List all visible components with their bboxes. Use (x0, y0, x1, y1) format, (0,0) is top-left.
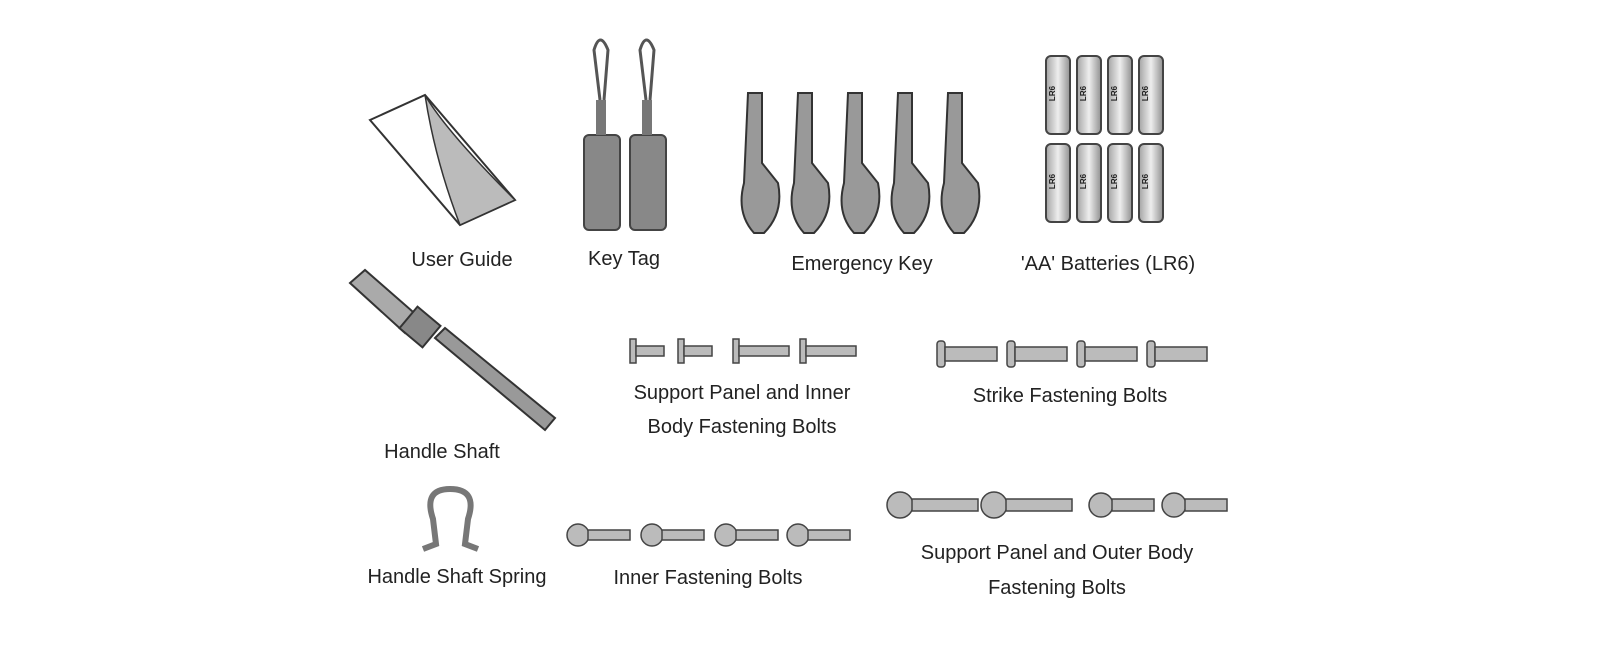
battery-mark: LR6 (1048, 173, 1058, 190)
handle-spring-label: Handle Shaft Spring (367, 566, 547, 588)
battery-icon: LR6 (1045, 55, 1071, 135)
support-outer-label-1: Support Panel and Outer Body (920, 542, 1194, 564)
battery-icon: LR6 (1107, 55, 1133, 135)
battery-icon: LR6 (1107, 143, 1133, 223)
support-inner-label-2: Body Fastening Bolts (647, 416, 837, 438)
emergency-key-label: Emergency Key (791, 253, 933, 275)
battery-icon: LR6 (1138, 143, 1164, 223)
battery-icon: LR6 (1076, 55, 1102, 135)
battery-mark: LR6 (1079, 85, 1089, 102)
battery-mark: LR6 (1110, 85, 1120, 102)
battery-icon: LR6 (1045, 143, 1071, 223)
support-outer-label-2: Fastening Bolts (988, 577, 1126, 599)
battery-mark: LR6 (1141, 173, 1151, 190)
support-outer-bolts-icon (886, 491, 1228, 519)
batteries-label: 'AA' Batteries (LR6) (1020, 253, 1196, 275)
emergency-key-icon (740, 92, 981, 234)
key-tag-icon (583, 38, 667, 231)
user-guide-label: User Guide (411, 249, 513, 271)
handle-shaft-label: Handle Shaft (384, 441, 500, 463)
handle-spring-icon (421, 485, 480, 552)
battery-mark: LR6 (1141, 85, 1151, 102)
support-inner-label-1: Support Panel and Inner (633, 382, 851, 404)
battery-mark: LR6 (1110, 173, 1120, 190)
strike-bolts-icon (936, 340, 1208, 368)
inner-bolts-label: Inner Fastening Bolts (613, 567, 803, 589)
inner-bolts-icon (566, 523, 851, 547)
handle-shaft-icon (348, 268, 557, 432)
user-guide-icon (368, 93, 517, 227)
battery-mark: LR6 (1048, 85, 1058, 102)
strike-bolts-label: Strike Fastening Bolts (972, 385, 1168, 407)
battery-mark: LR6 (1079, 173, 1089, 190)
key-tag-label: Key Tag (588, 248, 660, 270)
battery-icon: LR6 (1138, 55, 1164, 135)
support-inner-bolts-icon (629, 338, 857, 364)
battery-icon: LR6 (1076, 143, 1102, 223)
batteries-group: document.write(Array.from({length:8}).ma… (1045, 55, 1175, 223)
